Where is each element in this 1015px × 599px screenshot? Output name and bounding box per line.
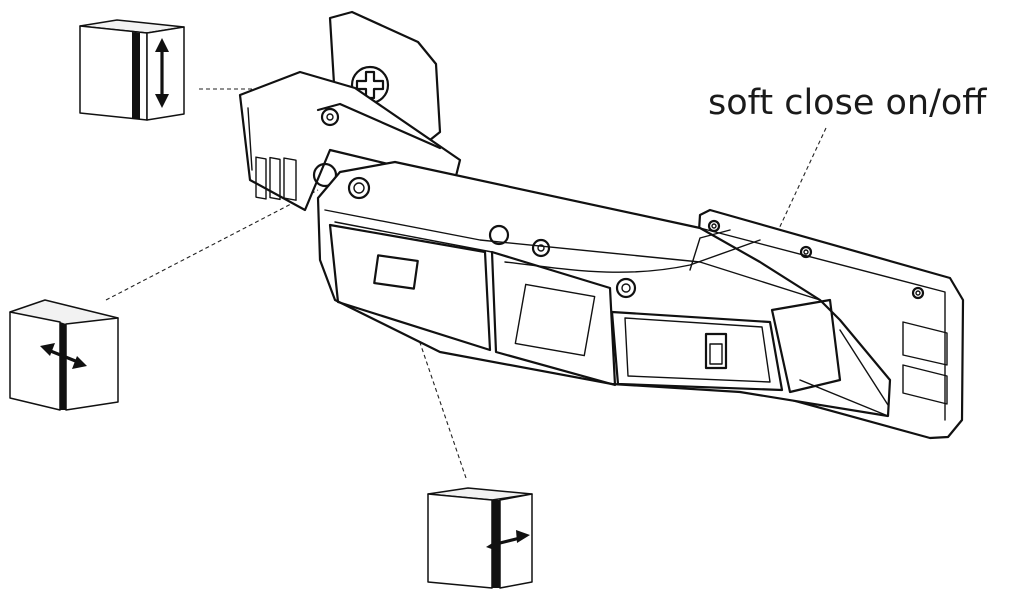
side-adjust-icon: [427, 487, 533, 589]
height-adjust-icon: [79, 19, 185, 121]
side-adjust-screw: [373, 254, 419, 290]
hinge-illustration: [238, 10, 965, 440]
leader-depth: [105, 189, 319, 301]
soft-close-switch: [704, 332, 728, 370]
soft-close-label: soft close on/off: [708, 83, 987, 123]
depth-adjust-icon: [9, 299, 119, 411]
hinge-main-body: [316, 160, 892, 418]
